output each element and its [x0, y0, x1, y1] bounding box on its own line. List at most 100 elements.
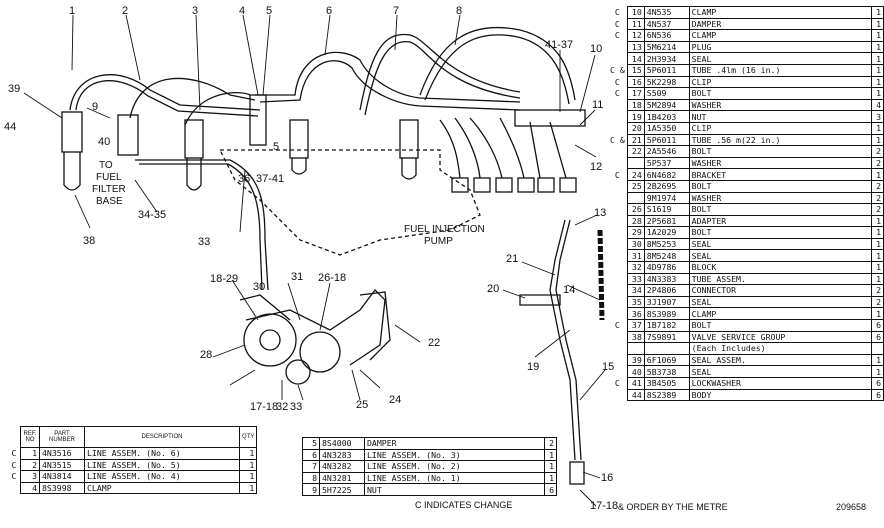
description: WASHER [688, 191, 872, 205]
description: SEAL [688, 295, 872, 309]
description: DAMPER [364, 437, 545, 450]
quantity: 1 [544, 448, 557, 462]
figure-number: 209658 [836, 502, 867, 512]
callout-label: 6 [326, 5, 332, 17]
ref-number: 22 [626, 145, 645, 158]
quantity: 1 [870, 249, 884, 263]
change-mark: C [614, 30, 620, 41]
quantity: 1 [870, 237, 884, 251]
quantity: 1 [870, 261, 884, 274]
ref-number: 12 [626, 29, 645, 42]
callout-label: 22 [428, 337, 440, 349]
callout-label: 32 [276, 401, 288, 413]
part-number: 2P4806 [643, 284, 690, 297]
header-part-number: PART NUMBER [39, 426, 85, 448]
quantity [870, 342, 884, 355]
callout-label: 28 [200, 349, 212, 361]
quantity: 1 [870, 40, 884, 54]
ref-number: 18 [626, 98, 645, 112]
quantity: 2 [544, 437, 557, 450]
part-number: 7S9891 [643, 330, 690, 344]
ref-number: 3 [20, 470, 40, 483]
description: (Each Includes) [688, 342, 872, 355]
callout-label: 25 [356, 399, 368, 411]
part-number: 5M6214 [643, 40, 690, 54]
part-number: 4N3283 [319, 448, 365, 462]
quantity: 2 [870, 203, 884, 216]
part-number [643, 342, 690, 355]
callout-label: 20 [487, 283, 499, 295]
description: LINE ASSEM. (No. 2) [364, 460, 545, 473]
metre-note: & ORDER BY THE METRE [618, 502, 728, 512]
ref-number: 2 [20, 458, 40, 472]
change-mark [608, 285, 627, 297]
quantity: 2 [870, 191, 884, 205]
part-number: 4N3383 [643, 272, 690, 286]
quantity: 1 [870, 226, 884, 239]
part-number: 9M1974 [643, 191, 690, 205]
description: NUT [688, 110, 872, 123]
header-description: DESCRIPTION [84, 426, 240, 448]
part-number: 4N3516 [39, 447, 85, 460]
ref-number: 35 [626, 295, 645, 309]
part-number: 1A2029 [643, 226, 690, 239]
quantity: 1 [544, 460, 557, 473]
change-mark [608, 273, 627, 285]
ref-number: 9 [302, 483, 320, 496]
change-mark [290, 461, 303, 473]
callout-label: 17-18 [250, 401, 278, 413]
pump-label-line: FUEL INJECTION [404, 224, 485, 235]
part-number: 6N536 [643, 29, 690, 42]
description: VALVE SERVICE GROUP [688, 330, 872, 344]
part-number: 5B3738 [643, 365, 690, 378]
quantity: 1 [238, 470, 258, 483]
part-number: 5H7225 [319, 483, 365, 496]
callout-labels: 1 2 3 4 5 6 7 8 9 10 11 12 13 14 15 16 1… [4, 5, 618, 512]
ref-number: 15 [626, 63, 645, 77]
part-number: 4N537 [643, 17, 690, 31]
quantity: 1 [870, 214, 884, 228]
part-number: 5K2298 [643, 75, 690, 89]
to-fuel-filter-note: TO FUEL FILTER BASE [92, 160, 126, 207]
callout-label: 33 [198, 236, 210, 248]
ref-number: 11 [626, 17, 645, 31]
ref-number: 29 [626, 226, 645, 239]
change-note: C INDICATES CHANGE [415, 500, 513, 510]
description: SEAL [688, 52, 872, 65]
change-mark: C [614, 169, 620, 180]
quantity: 1 [870, 87, 884, 100]
part-number: 8M5253 [643, 237, 690, 251]
ref-number: 34 [626, 284, 645, 297]
quantity: 2 [870, 295, 884, 309]
callout-label: 19 [527, 361, 539, 373]
description: SEAL [688, 365, 872, 378]
callout-label: 33 [290, 401, 302, 413]
description: CLAMP [688, 29, 872, 42]
diagram-drawing [23, 14, 606, 507]
ref-number: 6 [302, 448, 320, 462]
ref-number: 44 [626, 388, 645, 402]
to-fuel-filter-line: BASE [96, 196, 123, 207]
ref-number: 10 [626, 6, 645, 19]
part-number: 4N3814 [39, 470, 85, 483]
quantity: 2 [870, 284, 884, 297]
quantity: 2 [870, 145, 884, 158]
